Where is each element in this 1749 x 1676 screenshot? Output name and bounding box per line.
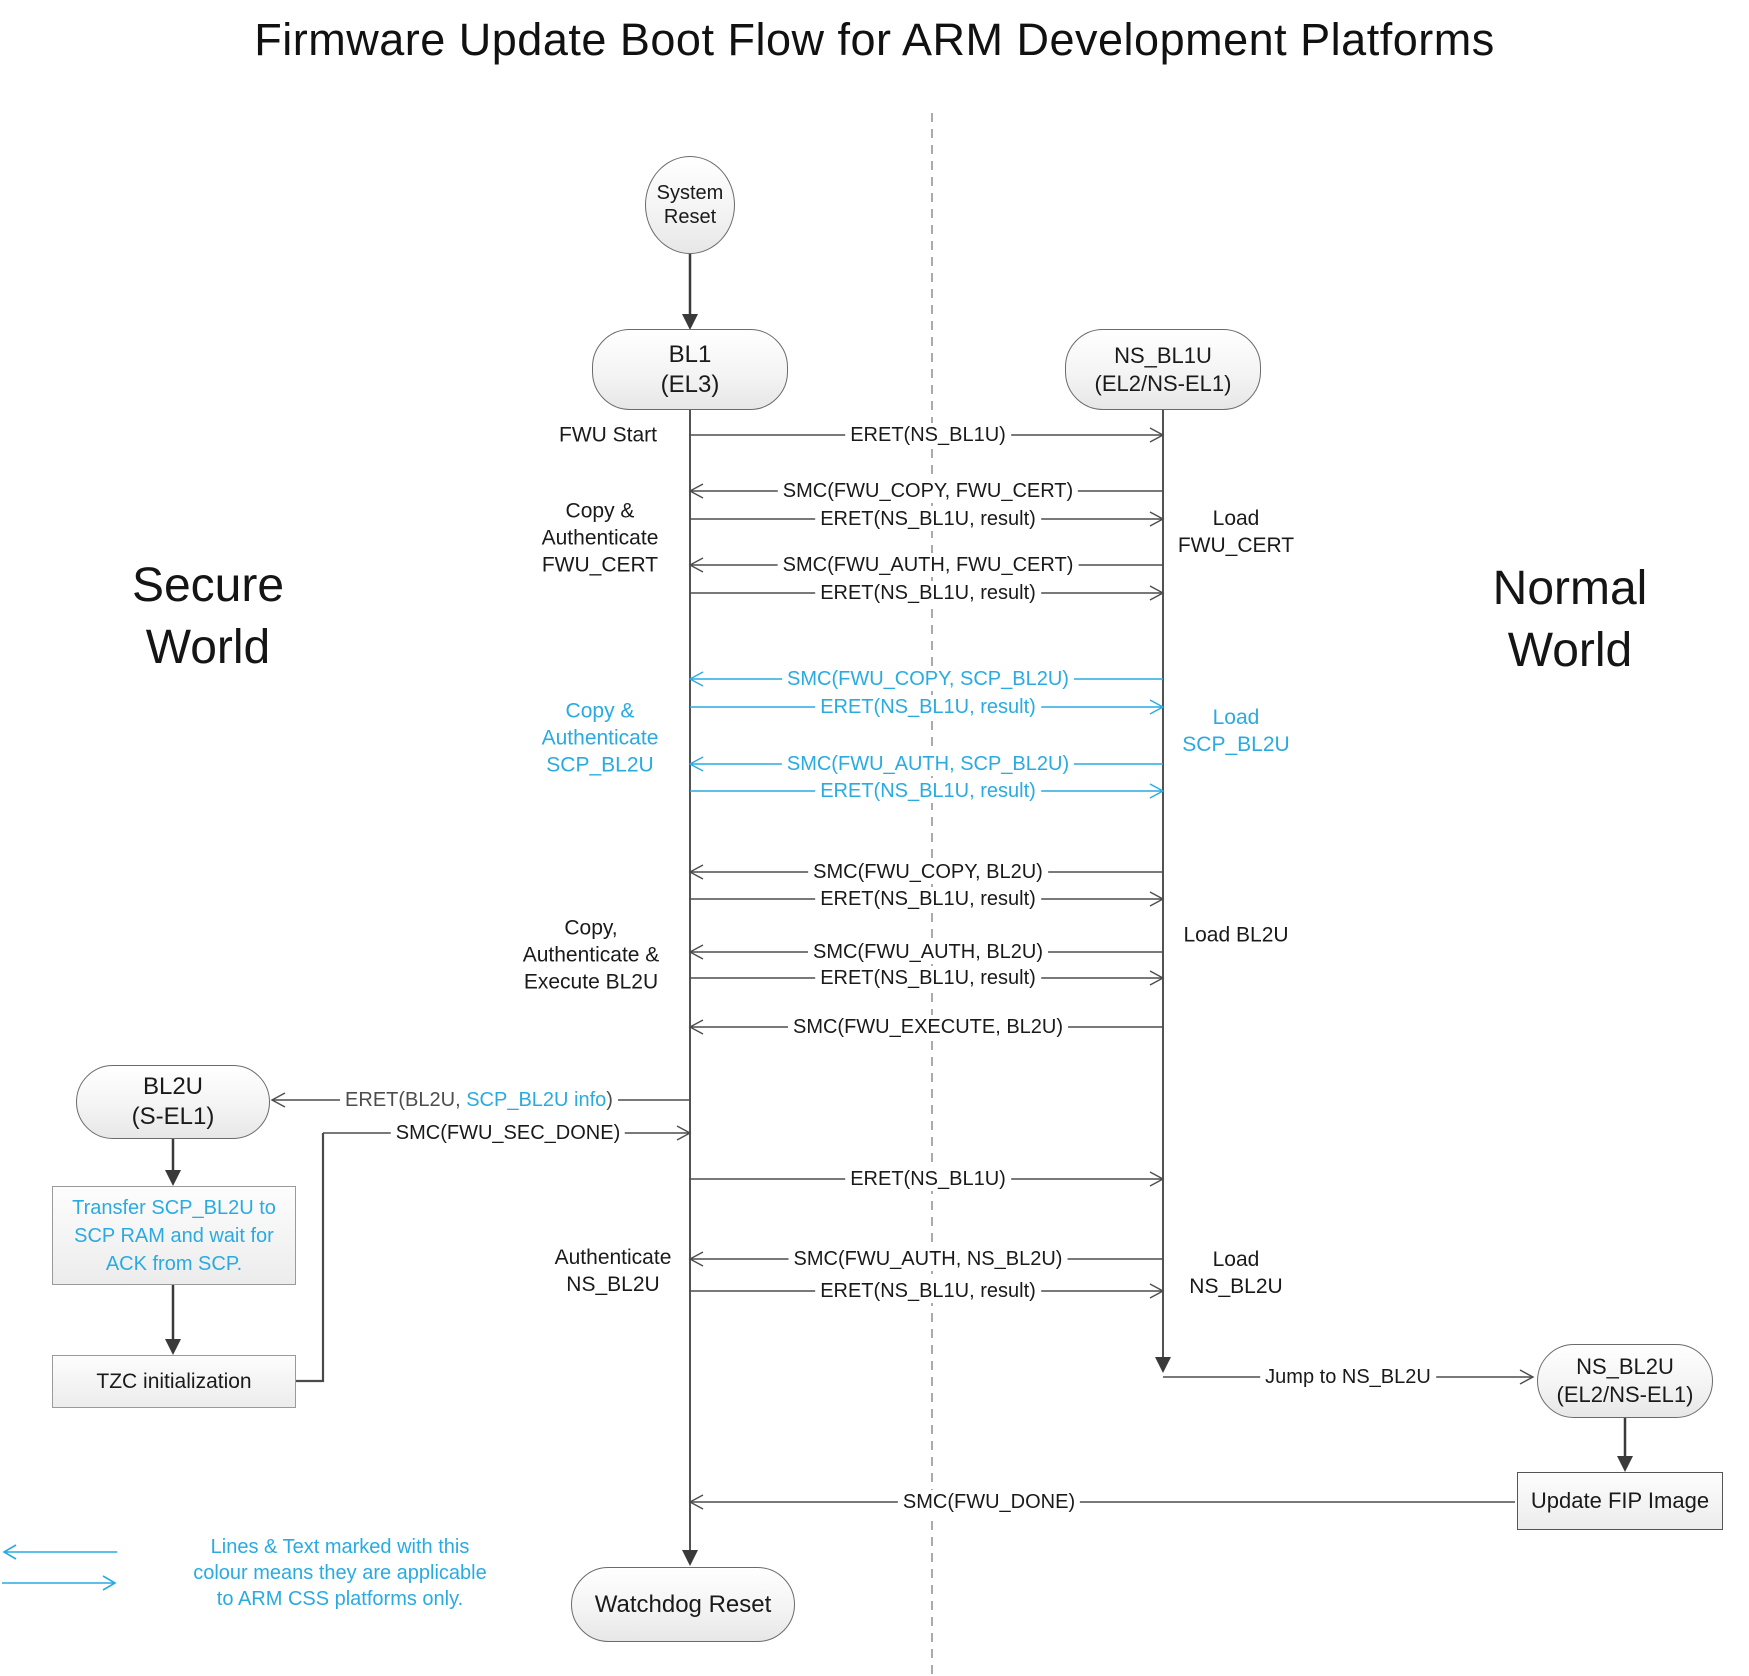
side-label-2: Load FWU_CERT <box>1177 507 1295 557</box>
message-arrowhead-11 <box>688 944 704 960</box>
message-arrowhead-5 <box>688 671 704 687</box>
message-arrowhead-14 <box>270 1092 286 1108</box>
page-title: Firmware Update Boot Flow for ARM Develo… <box>254 14 1495 65</box>
legend-arrows <box>2 1544 117 1591</box>
system-reset-to-bl1-arrowhead <box>682 314 698 330</box>
update-fip-image-label: Update FIP Image <box>1530 1488 1710 1513</box>
message-arrowhead-20 <box>688 1494 704 1510</box>
side-label-5: Copy, Authenticate & Execute BL2U <box>522 916 660 994</box>
message-label-10: ERET(NS_BL1U, result) <box>815 887 1041 911</box>
watchdog-reset-label: Watchdog Reset <box>594 1590 772 1618</box>
ns-bl2u-title: NS_BL2U <box>1576 1354 1674 1379</box>
message-arrowhead-13 <box>688 1019 704 1035</box>
transfer-scp-bl2u-label: Transfer SCP_BL2U to SCP RAM and wait fo… <box>72 1196 276 1275</box>
transfer-scp-bl2u-box: Transfer SCP_BL2U to SCP RAM and wait fo… <box>52 1186 296 1285</box>
system-reset-node: System Reset <box>645 156 735 254</box>
message-arrowhead-7 <box>688 756 704 772</box>
side-label-3: Copy & Authenticate SCP_BL2U <box>541 699 659 777</box>
message-arrowhead-1 <box>688 483 704 499</box>
message-arrowhead-0 <box>1149 427 1165 443</box>
message-label-17: SMC(FWU_AUTH, NS_BL2U) <box>788 1247 1068 1271</box>
message-arrowhead-6 <box>1149 699 1165 715</box>
tzc-initialization-box: TZC initialization <box>52 1355 296 1408</box>
message-label-13: SMC(FWU_EXECUTE, BL2U) <box>787 1015 1069 1039</box>
legend-left-arrow <box>2 1544 117 1560</box>
update-fip-image-box: Update FIP Image <box>1517 1472 1723 1530</box>
message-arrowhead-16 <box>1149 1171 1165 1187</box>
bl2u-title: BL2U <box>142 1073 204 1100</box>
message-label-16: ERET(NS_BL1U) <box>845 1167 1011 1191</box>
side-label-0: FWU Start <box>559 423 657 447</box>
message-label-11: SMC(FWU_AUTH, BL2U) <box>807 940 1049 964</box>
message-label-7: SMC(FWU_AUTH, SCP_BL2U) <box>781 752 1075 776</box>
tzc-return-connector <box>296 1133 325 1383</box>
bl1-node: BL1 (EL3) <box>592 329 788 410</box>
ns-bl2u-to-fip-arrowhead <box>1617 1456 1633 1472</box>
watchdog-reset-node: Watchdog Reset <box>571 1567 795 1642</box>
message-arrowhead-2 <box>1149 511 1165 527</box>
normal-world-label: Normal World <box>1492 562 1648 677</box>
side-label-6: Load BL2U <box>1183 923 1289 947</box>
legend-right-arrow <box>2 1575 117 1591</box>
ns-bl1u-lifeline-end-arrowhead <box>1155 1357 1171 1373</box>
message-arrowhead-10 <box>1149 891 1165 907</box>
ns-bl1u-title: NS_BL1U <box>1114 342 1212 368</box>
message-label-19: Jump to NS_BL2U <box>1260 1365 1436 1389</box>
message-arrowhead-12 <box>1149 970 1165 986</box>
tzc-initialization-label: TZC initialization <box>96 1369 252 1393</box>
side-label-8: Load NS_BL2U <box>1189 1248 1283 1298</box>
ns-bl2u-node: NS_BL2U (EL2/NS-EL1) <box>1537 1344 1713 1418</box>
message-label-3: SMC(FWU_AUTH, FWU_CERT) <box>777 553 1079 577</box>
message-label-4: ERET(NS_BL1U, result) <box>815 581 1041 605</box>
legend-note: Lines & Text marked with this colour mea… <box>193 1536 487 1610</box>
message-label-8: ERET(NS_BL1U, result) <box>815 779 1041 803</box>
message-arrowhead-3 <box>688 557 704 573</box>
message-label-6: ERET(NS_BL1U, result) <box>815 695 1041 719</box>
ns-bl1u-node: NS_BL1U (EL2/NS-EL1) <box>1065 329 1261 410</box>
message-label-part: SCP_BL2U info <box>466 1089 607 1111</box>
side-label-4: Load SCP_BL2U <box>1182 706 1290 756</box>
message-label-part: ) <box>606 1089 613 1111</box>
bl1-title: BL1 <box>668 340 712 368</box>
ns-bl1u-subtitle: (EL2/NS-EL1) <box>1094 370 1232 396</box>
message-label-1: SMC(FWU_COPY, FWU_CERT) <box>777 479 1079 503</box>
bl2u-subtitle: (S-EL1) <box>131 1103 215 1130</box>
message-label-part: ERET(BL2U, <box>345 1089 467 1111</box>
secure-world-label: Secure World <box>131 559 285 674</box>
message-label-5: SMC(FWU_COPY, SCP_BL2U) <box>782 667 1074 691</box>
flow-arrows <box>165 254 1633 1566</box>
system-reset-label: System Reset <box>656 182 724 228</box>
message-label-12: ERET(NS_BL1U, result) <box>815 966 1041 990</box>
message-arrowhead-17 <box>688 1251 704 1267</box>
message-arrowhead-4 <box>1149 585 1165 601</box>
message-label-14: ERET(BL2U, SCP_BL2U info) <box>340 1088 618 1112</box>
message-label-0: ERET(NS_BL1U) <box>845 423 1011 447</box>
side-label-7: Authenticate NS_BL2U <box>554 1246 672 1296</box>
bl1-to-watchdog-arrowhead <box>682 1550 698 1566</box>
message-label-2: ERET(NS_BL1U, result) <box>815 507 1041 531</box>
message-arrowhead-15 <box>676 1125 692 1141</box>
bl2u-to-transfer-arrowhead <box>165 1170 181 1186</box>
message-arrowhead-9 <box>688 864 704 880</box>
bl2u-node: BL2U (S-EL1) <box>76 1065 270 1139</box>
message-arrowhead-18 <box>1149 1283 1165 1299</box>
message-label-20: SMC(FWU_DONE) <box>897 1490 1081 1514</box>
message-label-18: ERET(NS_BL1U, result) <box>815 1279 1041 1303</box>
ns-bl2u-subtitle: (EL2/NS-EL1) <box>1556 1382 1694 1407</box>
message-label-15: SMC(FWU_SEC_DONE) <box>390 1121 626 1145</box>
message-arrowhead-19 <box>1519 1369 1535 1385</box>
side-label-1: Copy & Authenticate FWU_CERT <box>541 499 659 577</box>
bl1-subtitle: (EL3) <box>660 370 720 398</box>
transfer-to-tzc-arrowhead <box>165 1339 181 1355</box>
message-arrowhead-8 <box>1149 783 1165 799</box>
message-label-9: SMC(FWU_COPY, BL2U) <box>808 860 1048 884</box>
